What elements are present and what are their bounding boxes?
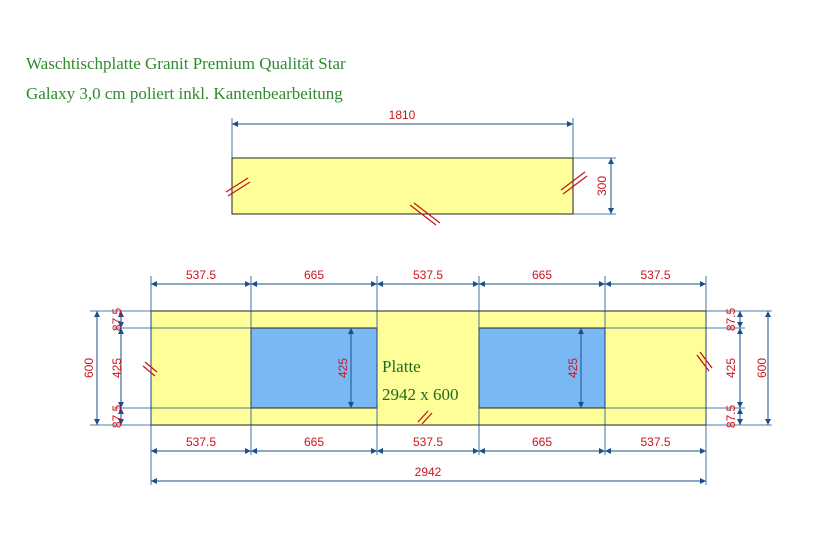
title-line-2: Galaxy 3,0 cm poliert inkl. Kantenbearbe… [26, 84, 343, 103]
right-segment-label: 425 [724, 358, 738, 378]
edge-mark-icon [560, 171, 588, 195]
top-part: 1810 300 [225, 108, 616, 226]
bottom-segment-label: 537.5 [186, 435, 216, 449]
left-segment-label: 87.5 [110, 404, 124, 428]
top-segment-label: 537.5 [640, 268, 670, 282]
top-dimension-chain: 537.5 665 537.5 665 537.5 [151, 268, 706, 287]
top-segment-label: 665 [532, 268, 552, 282]
bottom-segment-label: 537.5 [640, 435, 670, 449]
top-height-label: 300 [595, 176, 609, 196]
left-segment-label: 425 [110, 358, 124, 378]
right-dimension-chain: 87.5 425 87.5 [724, 307, 743, 428]
sink-cutout-left [250, 327, 378, 409]
top-width-label: 1810 [389, 108, 416, 122]
edge-mark-icon [142, 361, 158, 377]
plate-size: 2942 x 600 [382, 385, 459, 404]
top-plate [231, 157, 574, 215]
top-segment-label: 537.5 [413, 268, 443, 282]
main-plate [150, 310, 707, 426]
left-segment-label: 87.5 [110, 307, 124, 331]
bottom-dimension-chain: 537.5 665 537.5 665 537.5 [151, 435, 706, 454]
left-dimension-chain: 87.5 425 87.5 [110, 307, 124, 428]
edge-mark-icon [225, 177, 251, 197]
top-segment-label: 537.5 [186, 268, 216, 282]
bottom-segment-label: 537.5 [413, 435, 443, 449]
title-line-1: Waschtischplatte Granit Premium Qualität… [26, 54, 346, 73]
total-width-label: 2942 [415, 465, 442, 479]
bottom-segment-label: 665 [304, 435, 324, 449]
right-segment-label: 87.5 [724, 404, 738, 428]
edge-mark-icon [409, 202, 441, 226]
sink-cutout-right [478, 327, 606, 409]
top-segment-label: 665 [304, 268, 324, 282]
plate-name: Platte [382, 357, 421, 376]
bottom-segment-label: 665 [532, 435, 552, 449]
cutout-right-height-label: 425 [566, 358, 580, 378]
edge-mark-icon [696, 351, 713, 372]
right-segment-label: 87.5 [724, 307, 738, 331]
left-total-height-label: 600 [82, 358, 96, 378]
cutout-left-height-label: 425 [336, 358, 350, 378]
edge-mark-icon [417, 410, 433, 425]
right-total-height-label: 600 [755, 358, 769, 378]
